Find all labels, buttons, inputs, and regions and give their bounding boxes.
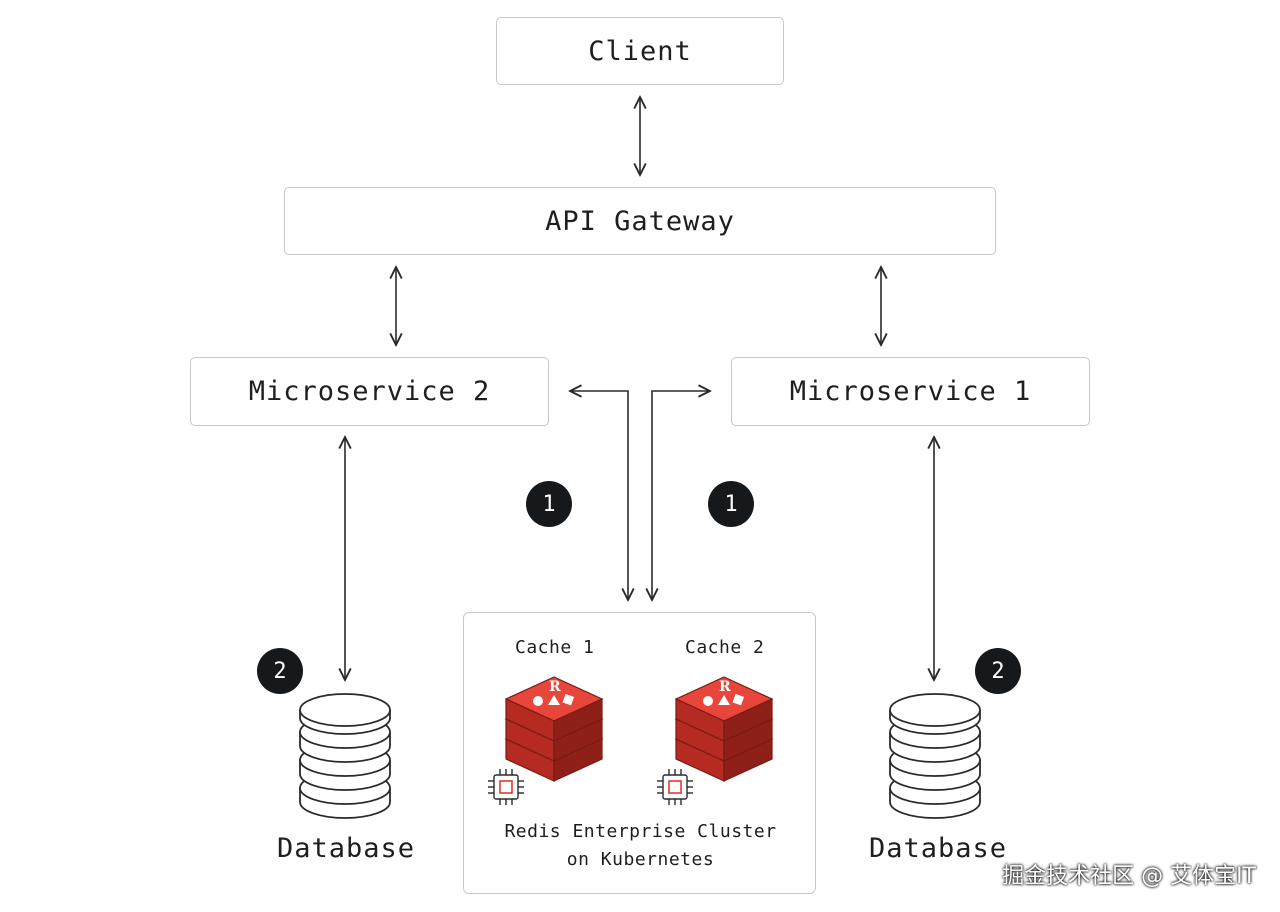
step-badge-2-left: 2 <box>257 648 303 694</box>
database-right-label: Database <box>869 833 1008 864</box>
badge-number: 1 <box>542 491 556 517</box>
svg-text:R: R <box>719 679 731 695</box>
microservice-2-label: Microservice 2 <box>248 376 491 407</box>
client-label: Client <box>588 35 692 67</box>
cache-2-label: Cache 2 <box>685 637 765 658</box>
redis-cluster-node: Cache 1 Cache 2 R <box>463 612 816 894</box>
database-left-label: Database <box>277 833 416 864</box>
cluster-label-line-2: on Kubernetes <box>566 849 715 870</box>
client-node: Client <box>496 17 784 85</box>
cache-1-label: Cache 1 <box>515 637 595 658</box>
chip-icon <box>657 769 693 805</box>
ms1-cache-arrow <box>652 391 710 600</box>
api-gateway-node: API Gateway <box>284 187 996 255</box>
step-badge-2-right: 2 <box>975 648 1021 694</box>
cluster-label-line-1: Redis Enterprise Cluster <box>504 821 777 842</box>
ms2-cache-arrow <box>570 391 628 600</box>
redis-stack-icon: R <box>504 676 604 782</box>
redis-stack-icon: R <box>674 676 774 782</box>
step-badge-1-left: 1 <box>526 481 572 527</box>
badge-number: 2 <box>991 658 1005 684</box>
microservice-2-node: Microservice 2 <box>190 357 549 426</box>
badge-number: 2 <box>273 658 287 684</box>
database-cylinder-icon <box>299 693 391 819</box>
watermark: 掘金技术社区 @ 艾体宝IT <box>1002 864 1256 889</box>
microservice-1-node: Microservice 1 <box>731 357 1090 426</box>
chip-icon <box>488 769 524 805</box>
microservice-1-label: Microservice 1 <box>789 376 1032 407</box>
database-cylinder-icon <box>889 693 981 819</box>
step-badge-1-right: 1 <box>708 481 754 527</box>
api-gateway-label: API Gateway <box>545 205 735 237</box>
svg-text:R: R <box>549 679 561 695</box>
badge-number: 1 <box>724 491 738 517</box>
